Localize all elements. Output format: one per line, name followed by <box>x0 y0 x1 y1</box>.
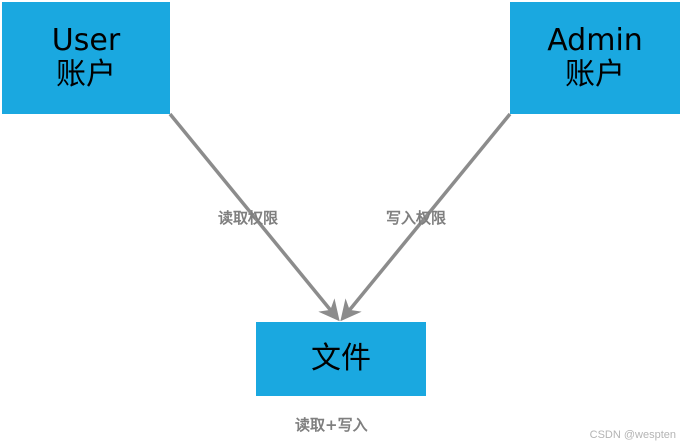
admin-node-title: Admin <box>547 22 643 58</box>
edge-user-to-file <box>168 112 340 322</box>
file-node: 文件 <box>256 322 426 396</box>
admin-account-node: Admin 账户 <box>510 2 680 114</box>
user-node-subtitle: 账户 <box>56 57 116 92</box>
admin-node-subtitle: 账户 <box>565 57 625 92</box>
edge-label-write-permission: 写入权限 <box>386 209 447 227</box>
user-account-node: User 账户 <box>2 2 170 114</box>
file-node-label: 文件 <box>311 340 371 376</box>
file-caption: 读取+写入 <box>295 416 368 434</box>
user-node-title: User <box>51 22 121 58</box>
watermark: CSDN @wespten <box>589 429 676 441</box>
edge-admin-to-file <box>340 112 512 322</box>
edge-label-read-permission: 读取权限 <box>218 209 279 227</box>
